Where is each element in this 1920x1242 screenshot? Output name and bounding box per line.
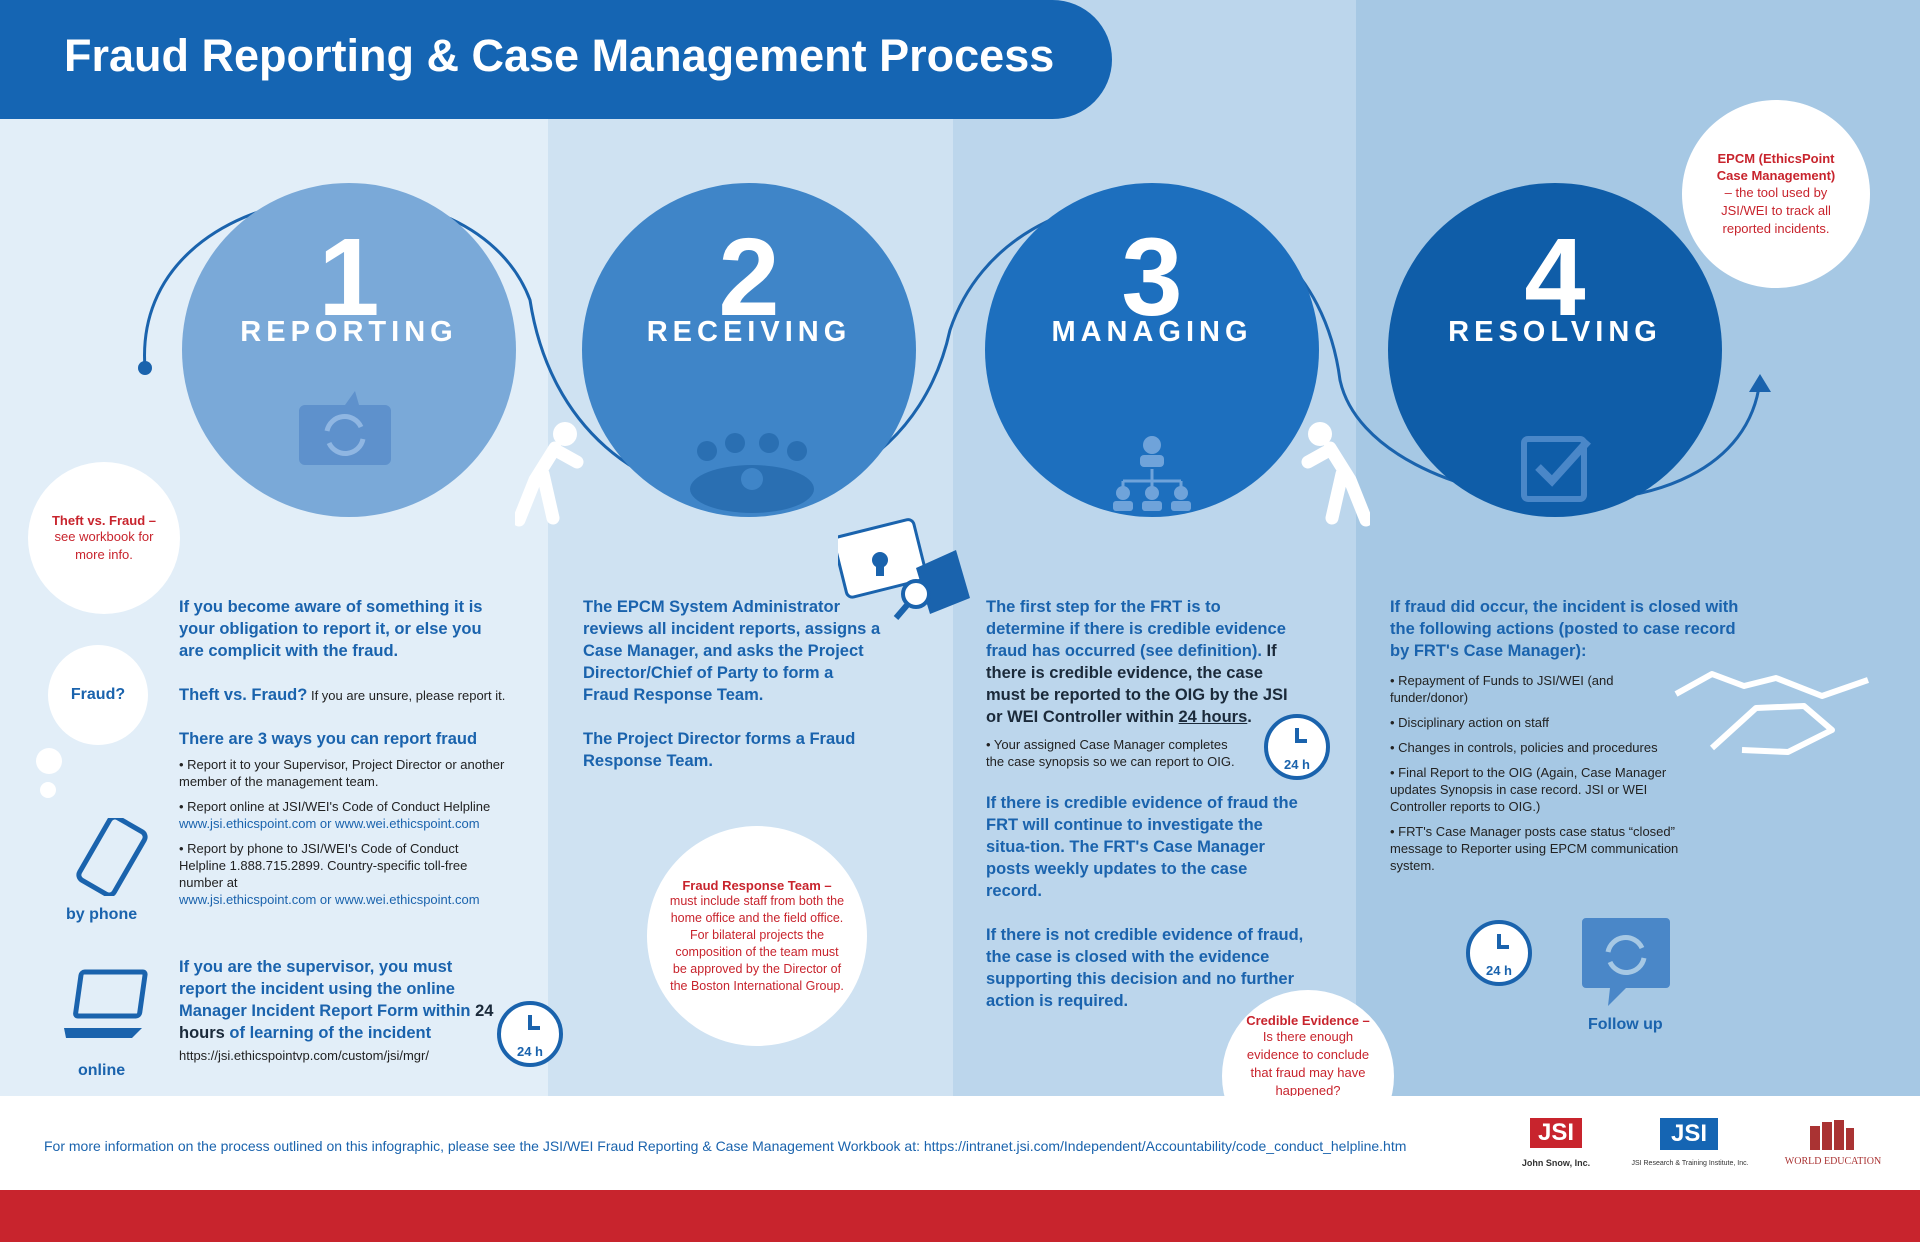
handshake-icon bbox=[1674, 671, 1869, 755]
col3-synopsis: • Your assigned Case Manager completes t… bbox=[986, 737, 1235, 769]
jsi-rti-logo-sub: JSI Research & Training Institute, Inc. bbox=[1631, 1160, 1749, 1167]
frt-bubble: Fraud Response Team – must include staff… bbox=[647, 826, 867, 1046]
step-3-name: MANAGING bbox=[1051, 316, 1253, 348]
col2-text: The EPCM System Administrator reviews al… bbox=[583, 596, 883, 794]
action-item: • Final Report to the OIG (Again, Case M… bbox=[1390, 765, 1667, 814]
credible-bubble-body: Is there enough evidence to conclude tha… bbox=[1246, 1028, 1370, 1098]
col1-text: If you become aware of something it is y… bbox=[179, 596, 509, 916]
folder-search-icon bbox=[838, 518, 970, 620]
step-1-number: 1 bbox=[318, 216, 380, 339]
checkbox-icon bbox=[1521, 436, 1591, 502]
step-4-name: RESOLVING bbox=[1448, 316, 1662, 348]
epcm-bubble-title: EPCM (EthicsPoint Case Management) bbox=[1716, 151, 1836, 183]
col3-first-step: The first step for the FRT is to determi… bbox=[986, 598, 1286, 660]
way-online-links[interactable]: www.jsi.ethicspoint.com or www.wei.ethic… bbox=[179, 816, 480, 831]
way-supervisor: • Report it to your Supervisor, Project … bbox=[179, 757, 505, 789]
world-education-logo-text: WORLD EDUCATION bbox=[1784, 1156, 1882, 1167]
theft-vs-fraud-bubble: Theft vs. Fraud – see workbook for more … bbox=[28, 462, 180, 614]
step-2-circle: 2 RECEIVING bbox=[582, 183, 916, 517]
credible-bubble-title: Credible Evidence – bbox=[1246, 1012, 1370, 1028]
col3-deadline: 24 hours bbox=[1178, 708, 1248, 726]
theft-text: If you are unsure, please report it. bbox=[307, 688, 506, 703]
col3-period: . bbox=[1247, 708, 1252, 726]
phone-icon bbox=[76, 818, 148, 896]
step-1-circle: 1 REPORTING bbox=[182, 183, 516, 517]
step-1-name: REPORTING bbox=[240, 316, 458, 348]
clock-24h-icon: 24 h bbox=[1466, 920, 1532, 986]
clock-label: 24 h bbox=[1283, 757, 1310, 772]
clock-label: 24 h bbox=[516, 1044, 543, 1059]
theft-bubble-title: Theft vs. Fraud – bbox=[51, 512, 157, 528]
col4-fraud-occurred: If fraud did occur, the incident is clos… bbox=[1390, 598, 1739, 660]
world-education-logo-mark bbox=[1810, 1120, 1854, 1150]
supervisor-text: If you are the supervisor, you must repo… bbox=[179, 956, 499, 1066]
online-label: online bbox=[78, 1062, 126, 1079]
fraud-thought-bubble: Fraud? bbox=[48, 645, 148, 745]
clock-24h-icon: 24 h bbox=[497, 1001, 563, 1067]
fraud-question: Fraud? bbox=[70, 686, 126, 703]
clock-label: 24 h bbox=[1485, 963, 1512, 978]
title-bar: Fraud Reporting & Case Management Proces… bbox=[0, 0, 1112, 119]
col2-admin: The EPCM System Administrator reviews al… bbox=[583, 598, 881, 704]
supervisor-deadline: 24 hours bbox=[179, 1002, 494, 1042]
clock-24h-icon: 24 h bbox=[1264, 714, 1330, 780]
supervisor-url[interactable]: https://jsi.ethicspointvp.com/custom/jsi… bbox=[179, 1048, 429, 1063]
refresh-chat-icon bbox=[299, 391, 391, 465]
step-3-number: 3 bbox=[1121, 216, 1183, 339]
col4-text: If fraud did occur, the incident is clos… bbox=[1390, 596, 1740, 882]
follow-up-label: Follow up bbox=[1588, 1016, 1663, 1033]
step-2-number: 2 bbox=[718, 216, 780, 339]
action-item: • Changes in controls, policies and proc… bbox=[1390, 740, 1658, 755]
theft-label: Theft vs. Fraud? bbox=[179, 686, 308, 704]
footer bbox=[0, 1096, 1920, 1190]
epcm-bubble: EPCM (EthicsPoint Case Management) – the… bbox=[1682, 100, 1870, 288]
footer-text[interactable]: For more information on the process outl… bbox=[44, 1138, 1407, 1154]
jsi-rti-logo: JSI bbox=[1660, 1118, 1718, 1150]
frt-bubble-title: Fraud Response Team – bbox=[682, 877, 832, 893]
action-item: • FRT's Case Manager posts case status “… bbox=[1390, 824, 1679, 873]
ways-heading: There are 3 ways you can report fraud bbox=[179, 730, 478, 748]
epcm-bubble-body: – the tool used by JSI/WEI to track all … bbox=[1721, 185, 1831, 236]
laptop-icon bbox=[64, 969, 148, 1038]
thought-dot bbox=[40, 782, 56, 798]
follow-up-chat-icon bbox=[1582, 918, 1670, 1006]
page-title: Fraud Reporting & Case Management Proces… bbox=[64, 30, 1055, 81]
jsi-logo: JSI bbox=[1530, 1118, 1582, 1148]
action-item: • Disciplinary action on staff bbox=[1390, 715, 1549, 730]
way-phone: • Report by phone to JSI/WEI's Code of C… bbox=[179, 841, 468, 890]
phone-label: by phone bbox=[66, 906, 138, 923]
step-3-circle: 3 MANAGING bbox=[985, 183, 1319, 517]
col3-investigate: If there is credible evidence of fraud t… bbox=[986, 794, 1298, 900]
column-managing-bg bbox=[953, 0, 1356, 1096]
way-phone-links[interactable]: www.jsi.ethicspoint.com or www.wei.ethic… bbox=[179, 892, 480, 907]
jsi-logo-sub: John Snow, Inc. bbox=[1521, 1158, 1591, 1168]
pushing-person-icon bbox=[1301, 422, 1370, 527]
step-4-circle: 4 RESOLVING bbox=[1388, 183, 1722, 517]
col3-text: The first step for the FRT is to determi… bbox=[986, 596, 1304, 1034]
supervisor-c: of learning of the incident bbox=[224, 1024, 432, 1042]
supervisor-a: If you are the supervisor, you must repo… bbox=[179, 958, 476, 1020]
frt-bubble-body: must include staff from both the home of… bbox=[669, 893, 845, 993]
team-meeting-icon bbox=[690, 433, 814, 513]
step-2-name: RECEIVING bbox=[646, 316, 852, 348]
col2-pd: The Project Director forms a Fraud Respo… bbox=[583, 730, 856, 770]
theft-bubble-body: see workbook for more info. bbox=[54, 528, 154, 562]
col3-closed: If there is not credible evidence of fra… bbox=[986, 926, 1304, 1010]
org-chart-icon bbox=[1113, 436, 1191, 511]
thought-dot bbox=[36, 748, 62, 774]
footer-red-band bbox=[0, 1190, 1920, 1242]
action-item: • Repayment of Funds to JSI/WEI (and fun… bbox=[1390, 673, 1614, 705]
col3-credible: If there is credible evidence, the case … bbox=[986, 642, 1288, 726]
step-4-number: 4 bbox=[1524, 216, 1586, 339]
col1-obligation: If you become aware of something it is y… bbox=[179, 598, 483, 660]
pushing-person-icon bbox=[515, 422, 584, 527]
way-online: • Report online at JSI/WEI's Code of Con… bbox=[179, 799, 491, 814]
